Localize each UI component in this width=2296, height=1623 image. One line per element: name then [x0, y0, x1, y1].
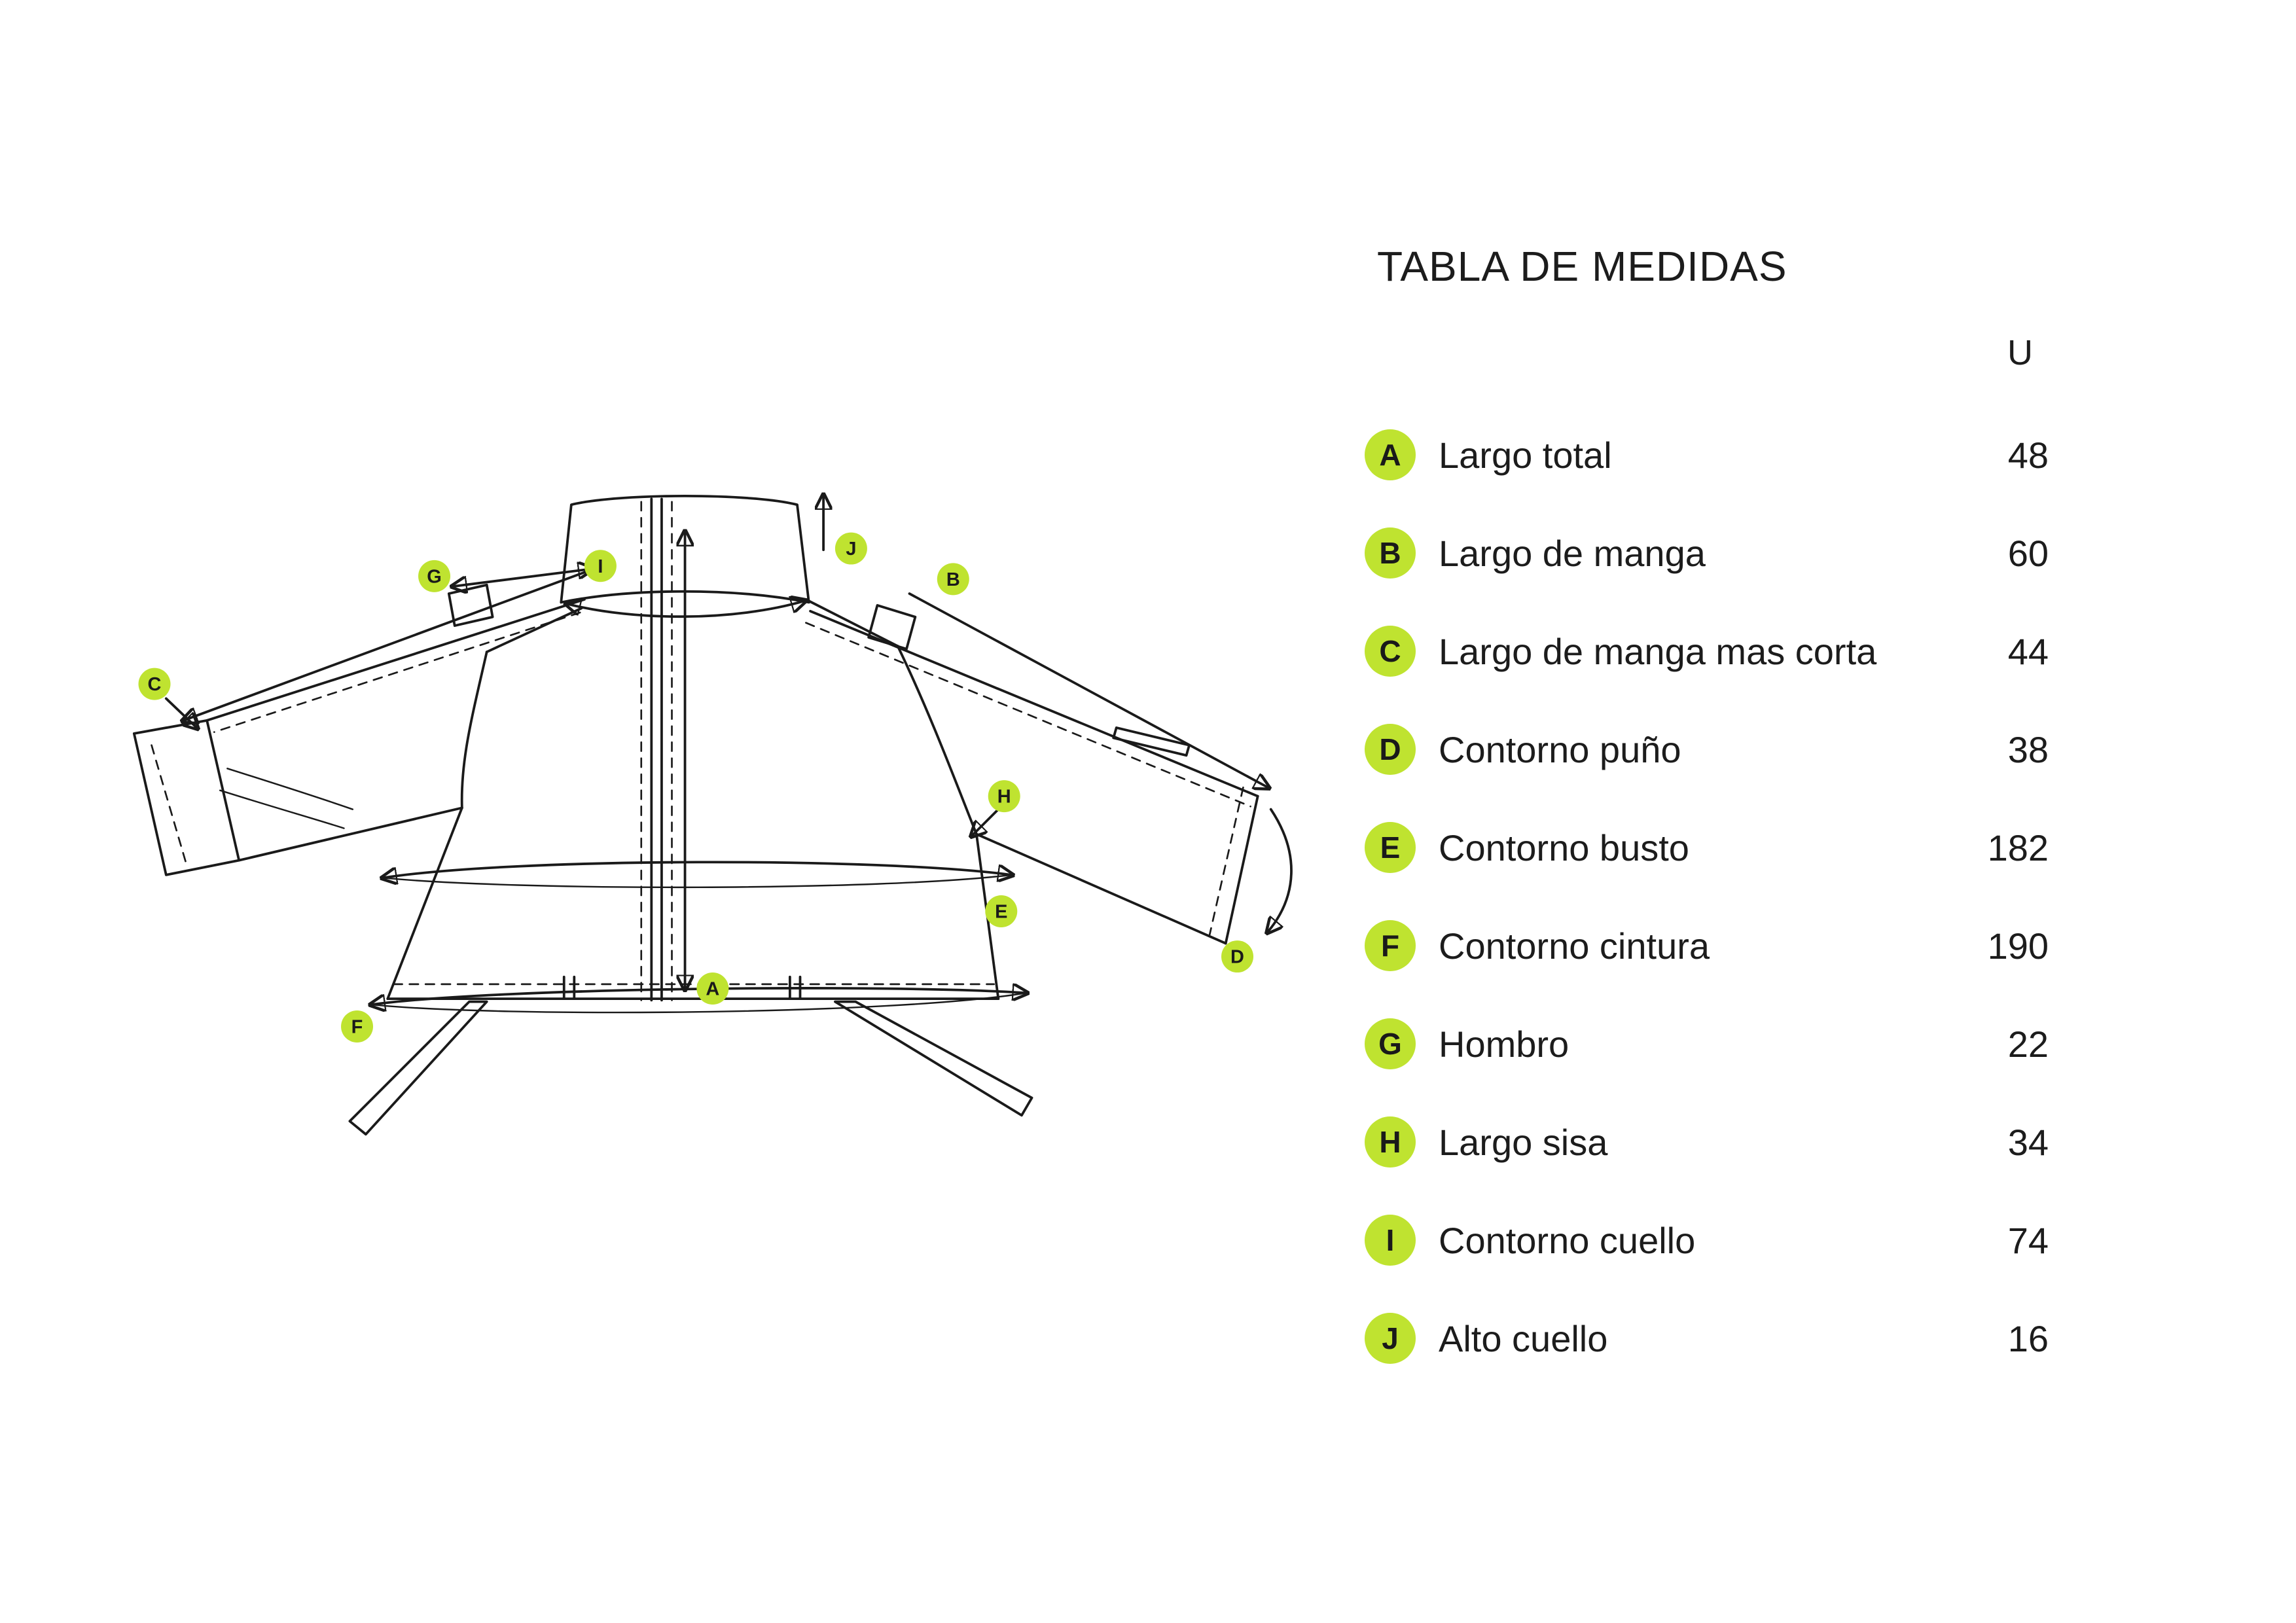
measurement-rows: A Largo total 48 B Largo de manga 60 C L…: [1361, 406, 2055, 1387]
measurement-table: TABLA DE MEDIDAS U A Largo total 48 B La…: [1361, 242, 2055, 1387]
table-row: F Contorno cintura 190: [1361, 897, 2055, 995]
diagram-marker-e: E: [985, 895, 1018, 928]
diagram-marker-h: H: [988, 780, 1020, 813]
diagram-marker-a: A: [696, 972, 729, 1005]
row-value: 16: [2007, 1317, 2049, 1359]
row-letter-badge: D: [1365, 724, 1416, 775]
table-title: TABLA DE MEDIDAS: [1377, 243, 1787, 290]
right-sleeve: [805, 604, 1259, 945]
table-row: J Alto cuello 16: [1361, 1289, 2055, 1387]
diagram-marker-c: C: [138, 668, 171, 700]
diagram-marker-f: F: [341, 1010, 374, 1043]
left-sleeve: [132, 583, 586, 876]
row-letter-badge: H: [1365, 1116, 1416, 1168]
row-value: 38: [2007, 728, 2049, 770]
row-label: Hombro: [1439, 1023, 1570, 1065]
table-row: H Largo sisa 34: [1361, 1093, 2055, 1191]
table-row: D Contorno puño 38: [1361, 700, 2055, 798]
diagram-marker-d: D: [1221, 940, 1254, 973]
table-row: B Largo de manga 60: [1361, 504, 2055, 602]
row-letter-badge: I: [1365, 1215, 1416, 1266]
row-label: Largo sisa: [1439, 1121, 1608, 1163]
row-label: Contorno puño: [1439, 728, 1681, 770]
row-letter-badge: C: [1365, 626, 1416, 677]
row-value: 74: [2007, 1219, 2049, 1261]
marker-letter: B: [946, 569, 960, 590]
center-front-zip: [640, 497, 673, 1002]
row-label: Contorno cintura: [1439, 925, 1710, 967]
marker-letter: H: [997, 787, 1011, 808]
row-label: Contorno busto: [1439, 827, 1689, 868]
row-label: Largo total: [1439, 434, 1612, 476]
row-label: Largo de manga mas corta: [1439, 630, 1877, 672]
marker-letter: G: [427, 566, 442, 587]
diagram-marker-g: G: [418, 560, 451, 592]
unit-column-header: U: [2007, 333, 2033, 372]
row-letter-badge: J: [1365, 1313, 1416, 1364]
marker-letter: I: [598, 556, 603, 577]
row-letter-badge: G: [1365, 1018, 1416, 1069]
row-value: 34: [2007, 1121, 2049, 1163]
measurement-arrows: [164, 496, 1293, 989]
row-value: 22: [2007, 1023, 2049, 1065]
row-label: Alto cuello: [1439, 1317, 1608, 1359]
waist-ties: [348, 1000, 1033, 1136]
row-value: 60: [2007, 532, 2049, 574]
row-letter-badge: E: [1365, 822, 1416, 873]
table-row: E Contorno busto 182: [1361, 798, 2055, 897]
marker-letter: C: [148, 674, 162, 695]
marker-letter: D: [1230, 947, 1244, 968]
table-row: I Contorno cuello 74: [1361, 1191, 2055, 1289]
row-value: 48: [2007, 434, 2049, 476]
row-value: 190: [1987, 925, 2049, 967]
diagram-marker-b: B: [937, 563, 969, 596]
jacket-body: [386, 598, 1000, 1001]
row-label: Largo de manga: [1439, 532, 1706, 574]
row-value: 44: [2007, 630, 2049, 672]
table-row: A Largo total 48: [1361, 406, 2055, 504]
marker-letter: F: [351, 1016, 363, 1037]
table-row: G Hombro 22: [1361, 995, 2055, 1093]
row-letter-badge: F: [1365, 920, 1416, 971]
jacket-technical-drawing: C G I J B H E D A: [132, 458, 1293, 1136]
row-label: Contorno cuello: [1439, 1219, 1696, 1261]
diagram-marker-i: I: [584, 550, 617, 582]
marker-letter: A: [706, 979, 719, 1000]
row-letter-badge: A: [1365, 429, 1416, 480]
marker-letter: J: [846, 539, 856, 560]
table-row: C Largo de manga mas corta 44: [1361, 602, 2055, 700]
row-value: 182: [1987, 827, 2049, 868]
marker-letter: E: [995, 902, 1007, 923]
diagram-markers: C G I J B H E D A: [138, 532, 1254, 1043]
row-letter-badge: B: [1365, 527, 1416, 579]
diagram-marker-j: J: [834, 532, 867, 565]
